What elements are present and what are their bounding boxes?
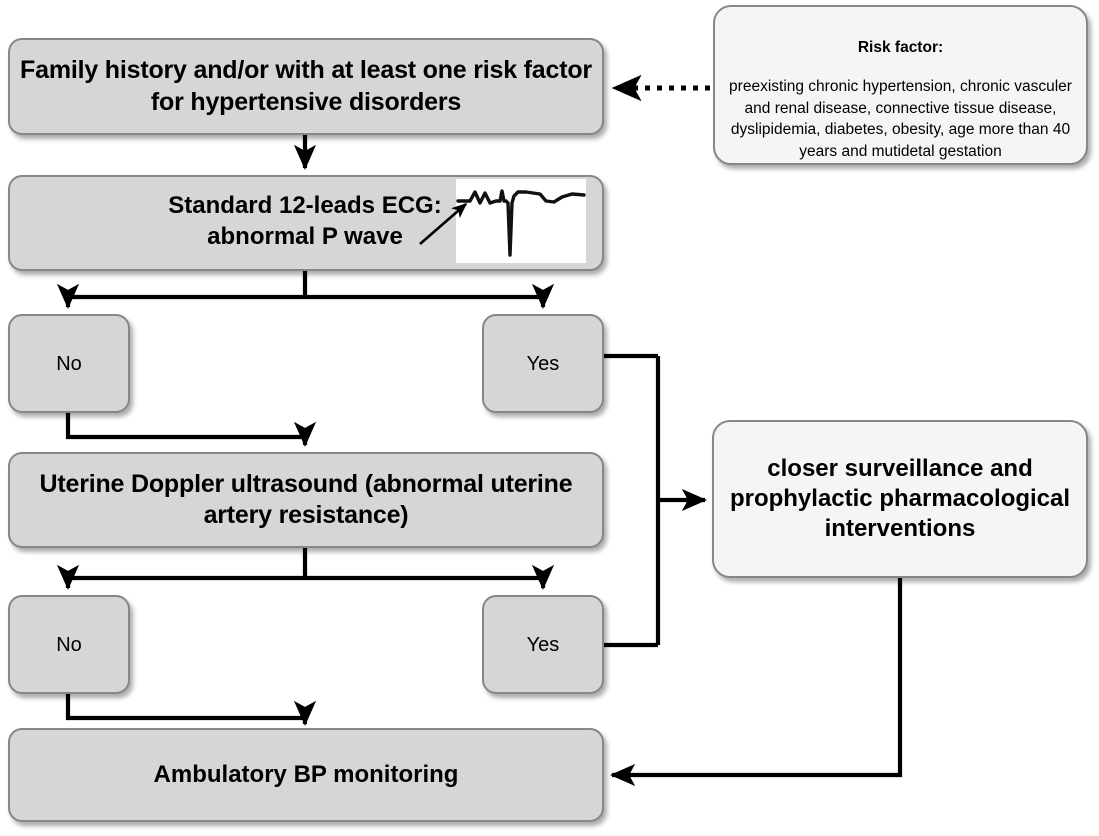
node-ambulatory-bp-monitoring[interactable]: Ambulatory BP monitoring (8, 728, 604, 822)
node-uterine-doppler[interactable]: Uterine Doppler ultrasound (abnormal ute… (8, 452, 604, 548)
node-yes-doppler[interactable]: Yes (482, 595, 604, 694)
node-closer-surveillance-label: closer surveillance and prophylactic pha… (729, 454, 1071, 543)
node-no-ecg-label: No (56, 352, 82, 375)
node-no-doppler[interactable]: No (8, 595, 130, 694)
note-risk-factor-title: Risk factor: (857, 39, 944, 56)
node-ambulatory-bp-monitoring-label: Ambulatory BP monitoring (153, 760, 459, 788)
node-family-history[interactable]: Family history and/or with at least one … (8, 38, 604, 135)
node-standard-ecg-label: Standard 12-leads ECG: abnormal P wave (168, 192, 442, 251)
node-closer-surveillance[interactable]: closer surveillance and prophylactic pha… (712, 420, 1088, 578)
edge-no2-to-ambulatory (65, 694, 317, 727)
edge-surveillance-to-ambulatory (609, 578, 903, 787)
node-family-history-label: Family history and/or with at least one … (20, 56, 592, 116)
node-yes-ecg[interactable]: Yes (482, 314, 604, 413)
node-uterine-doppler-label: Uterine Doppler ultrasound (abnormal ute… (39, 469, 573, 530)
ecg-pointer-arrow (419, 202, 468, 245)
node-yes-doppler-label: Yes (526, 633, 560, 656)
edge-no1-to-doppler (65, 413, 317, 448)
node-no-doppler-label: No (56, 633, 82, 656)
node-yes-ecg-label: Yes (526, 352, 560, 375)
note-risk-factor-body: preexisting chronic hypertension, chroni… (729, 78, 1072, 160)
ecg-waveform-icon (456, 179, 586, 263)
node-no-ecg[interactable]: No (8, 314, 130, 413)
note-risk-factor[interactable]: Risk factor: preexisting chronic hyperte… (713, 5, 1088, 165)
